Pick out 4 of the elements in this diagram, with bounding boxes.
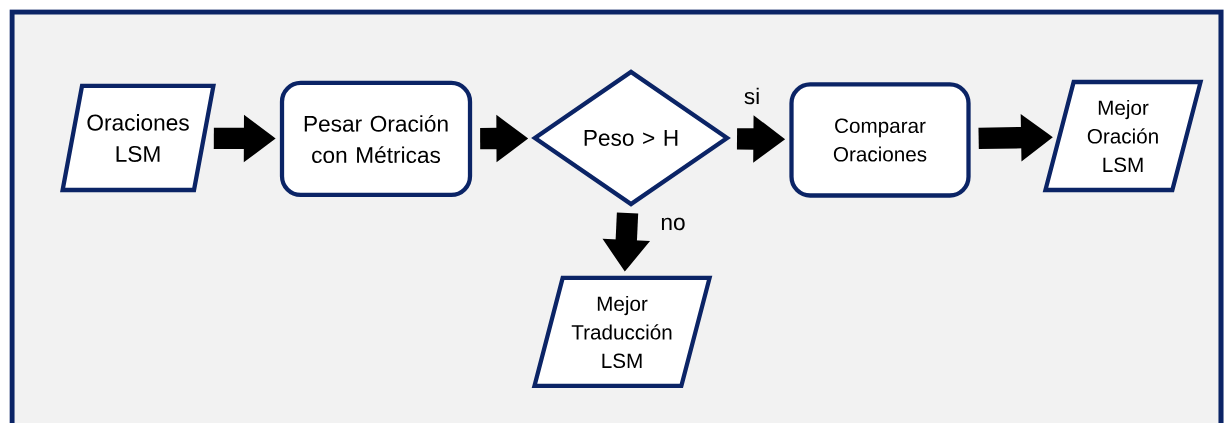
process-box: Pesar Oración con Métricas xyxy=(279,80,473,198)
edge-label: no xyxy=(661,217,685,231)
process-box: Comparar Oraciones xyxy=(789,82,971,198)
edge-label: si xyxy=(744,87,759,105)
